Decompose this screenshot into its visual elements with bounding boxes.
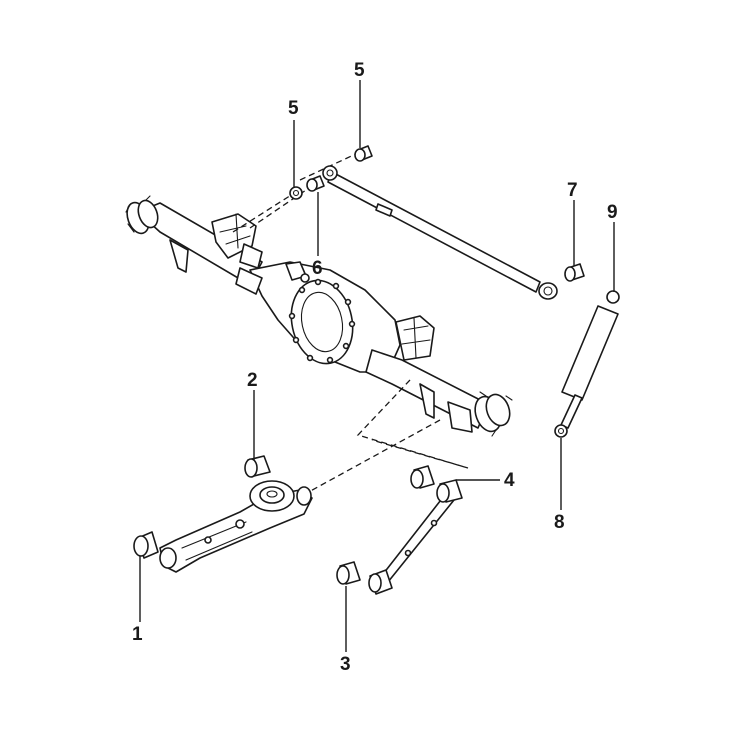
bushing-7	[564, 263, 585, 282]
callout-9: 9	[607, 202, 618, 223]
bushing-2	[244, 455, 271, 478]
callout-5-upper: 5	[354, 60, 365, 81]
callout-4: 4	[504, 470, 515, 491]
callout-5-lower: 5	[288, 98, 299, 119]
leader-lines	[139, 80, 615, 652]
bushing-3	[336, 561, 361, 585]
lower-link-drawing	[368, 479, 463, 595]
callout-8: 8	[554, 512, 565, 533]
callout-7: 7	[567, 180, 578, 201]
callout-2: 2	[247, 370, 258, 391]
bushing-6	[306, 175, 325, 192]
rear-axle-housing-drawing	[125, 195, 513, 437]
bushing-5-lower	[289, 186, 303, 200]
callout-1: 1	[132, 624, 143, 645]
lower-control-arm-drawing	[159, 480, 313, 573]
callout-3: 3	[340, 654, 351, 675]
bushing-5-upper	[354, 145, 373, 162]
lateral-rod-drawing	[322, 165, 558, 300]
shock-absorber-drawing	[554, 290, 620, 438]
bushing-1	[133, 531, 159, 559]
callout-6: 6	[312, 258, 323, 279]
bushing-4	[410, 465, 435, 489]
cover-bolts	[288, 278, 356, 364]
